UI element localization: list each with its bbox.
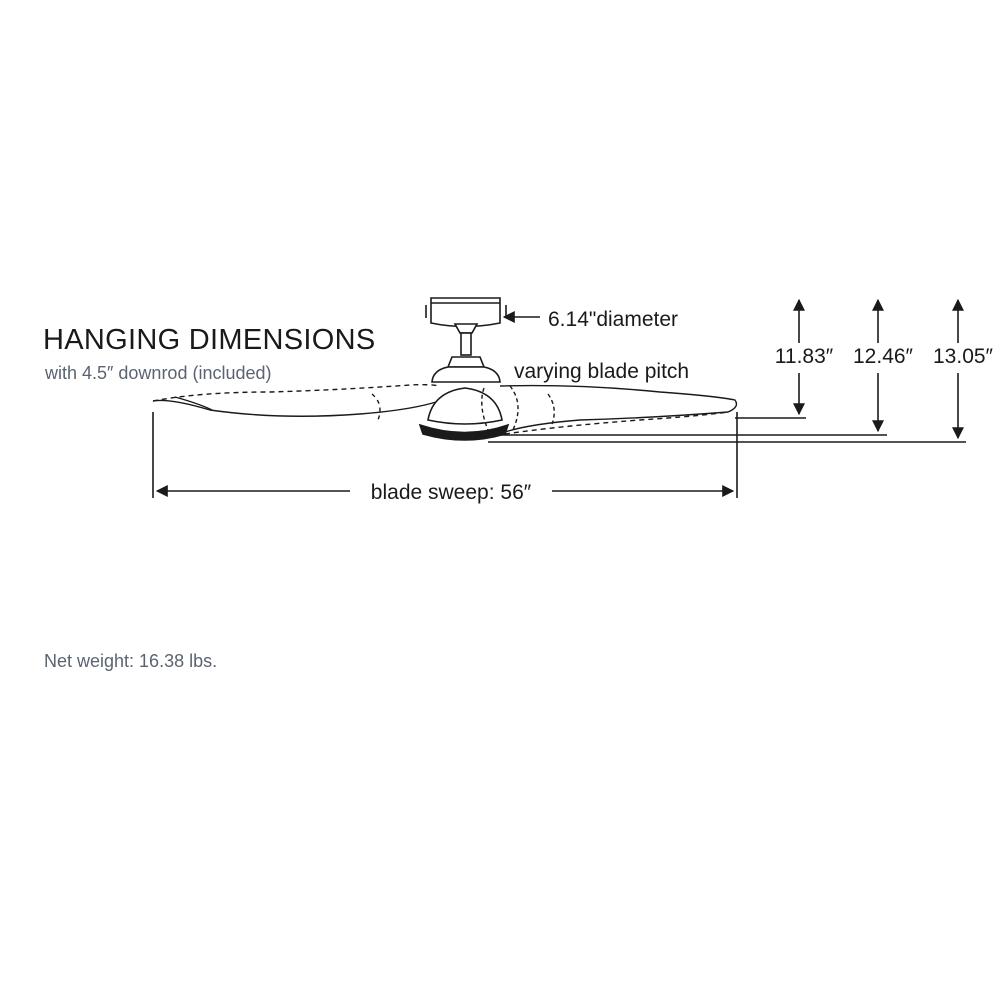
downrod — [446, 323, 486, 368]
diameter-label: 6.14"diameter — [548, 308, 678, 331]
net-weight-label: Net weight: 16.38 lbs. — [44, 651, 218, 671]
fan-blades — [152, 383, 738, 435]
blade-sweep-label: blade sweep: 56″ — [371, 481, 532, 504]
height-arrows — [793, 298, 964, 440]
page-subtitle: with 4.5″ downrod (included) — [45, 363, 272, 383]
height-label-2: 12.46″ — [853, 345, 914, 368]
blade-pitch-label: varying blade pitch — [514, 360, 689, 383]
page-title: HANGING DIMENSIONS — [43, 324, 376, 356]
height-label-1: 11.83″ — [775, 345, 834, 368]
height-label-3: 13.05″ — [933, 345, 994, 368]
motor-housing — [418, 366, 510, 441]
height-reference-lines — [488, 417, 966, 443]
blade-sweep-dimension — [152, 412, 738, 498]
ceiling-canopy — [425, 297, 507, 328]
